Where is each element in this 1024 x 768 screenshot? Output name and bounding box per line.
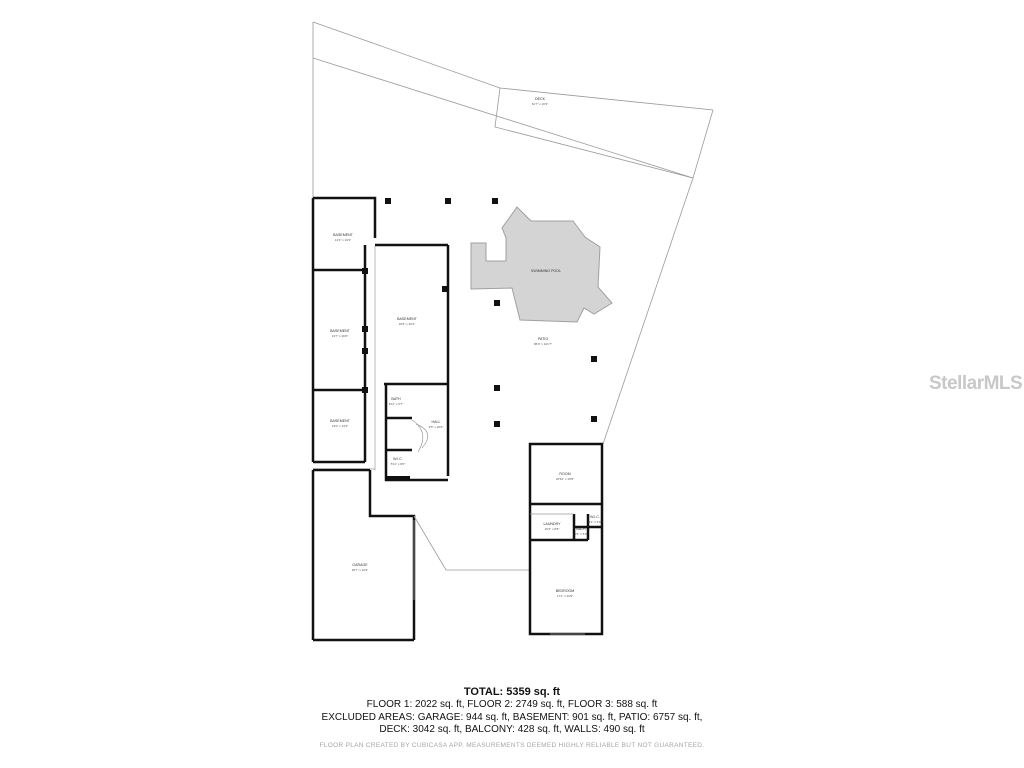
total-area: TOTAL: 5359 sq. ft: [463, 686, 561, 698]
room-dims-wic-2: 3'1" x 5'0": [588, 520, 601, 524]
room-dims-bath-1: 8'11" x 5'7": [389, 402, 404, 406]
room-dims-garage: 29'7" x 42'9": [352, 568, 368, 572]
room-dims-bedroom: 17'1" x 22'9": [557, 594, 573, 598]
patio-outline: [312, 21, 714, 445]
room-dims-laundry: 10'3" x 8'8": [545, 527, 560, 531]
room-label-laundry: LAUNDRY: [543, 522, 561, 526]
room-label-basement-4: BASEMENT: [397, 317, 418, 321]
room-label-basement-2: BASEMENT: [330, 329, 351, 333]
room-dims-patio: 86'4" x 101'7": [534, 342, 552, 346]
garage-walls: [311, 468, 416, 642]
basement-wall-blocks: [362, 268, 410, 481]
swimming-pool: [470, 206, 613, 323]
room-label-pool: SWIMMING POOL: [531, 269, 561, 273]
room-dims-basement-1: 14'3" x 19'3": [335, 238, 351, 242]
room-label-basement-1: BASEMENT: [333, 233, 354, 237]
room-label-wic: W.I.C.: [393, 457, 403, 461]
room-dims-basement-3: 13'0" x 13'3": [332, 424, 348, 428]
credit-disclaimer: FLOOR PLAN CREATED BY CUBICASA APP. MEAS…: [319, 741, 705, 749]
room-label-deck: DECK: [535, 97, 546, 101]
patio-columns: [385, 198, 597, 427]
room-label-room: ROOM: [559, 472, 570, 476]
room-dims-bath-2: 6'6" x 5'0": [574, 532, 587, 536]
room-dims-hall: 9'5" x 20'6": [429, 425, 444, 429]
room-label-bath-1: BATH: [391, 397, 401, 401]
room-dims-room: 20'10" x 15'8": [556, 477, 574, 481]
room-dims-basement-4: 20'6" x 40'2": [399, 322, 415, 326]
room-dims-wic: 5'11" x 8'0": [391, 462, 406, 466]
floor-plan: DECK 61'7" x 16'3" SWIMMING POOL PATIO 8…: [311, 21, 714, 642]
room-label-bath-2: BATH: [576, 527, 586, 531]
room-label-garage: GARAGE: [352, 563, 368, 567]
right-unit-thin-lines: [530, 513, 585, 635]
room-label-basement-3: BASEMENT: [330, 419, 351, 423]
right-unit-walls: [528, 442, 604, 636]
room-dims-basement-2: 13'7" x 36'0": [332, 334, 348, 338]
basement-thin-lines: [313, 246, 429, 470]
room-label-bedroom: BEDROOM: [556, 589, 575, 593]
room-label-wic-2: W.I.C.: [590, 515, 600, 519]
excluded-areas-line-2: DECK: 3042 sq. ft, BALCONY: 428 sq. ft, …: [379, 724, 645, 735]
room-label-patio: PATIO: [538, 337, 548, 341]
stellarmls-watermark: StellarMLS: [929, 373, 1023, 394]
garage-thin-lines: [413, 515, 530, 600]
room-dims-deck: 61'7" x 16'3": [532, 102, 548, 106]
room-label-hall: HALL: [432, 420, 441, 424]
floor-areas: FLOOR 1: 2022 sq. ft, FLOOR 2: 2749 sq. …: [366, 699, 658, 710]
excluded-areas-line-1: EXCLUDED AREAS: GARAGE: 944 sq. ft, BASE…: [321, 711, 703, 723]
area-summary: TOTAL: 5359 sq. ft FLOOR 1: 2022 sq. ft,…: [0, 686, 1024, 750]
